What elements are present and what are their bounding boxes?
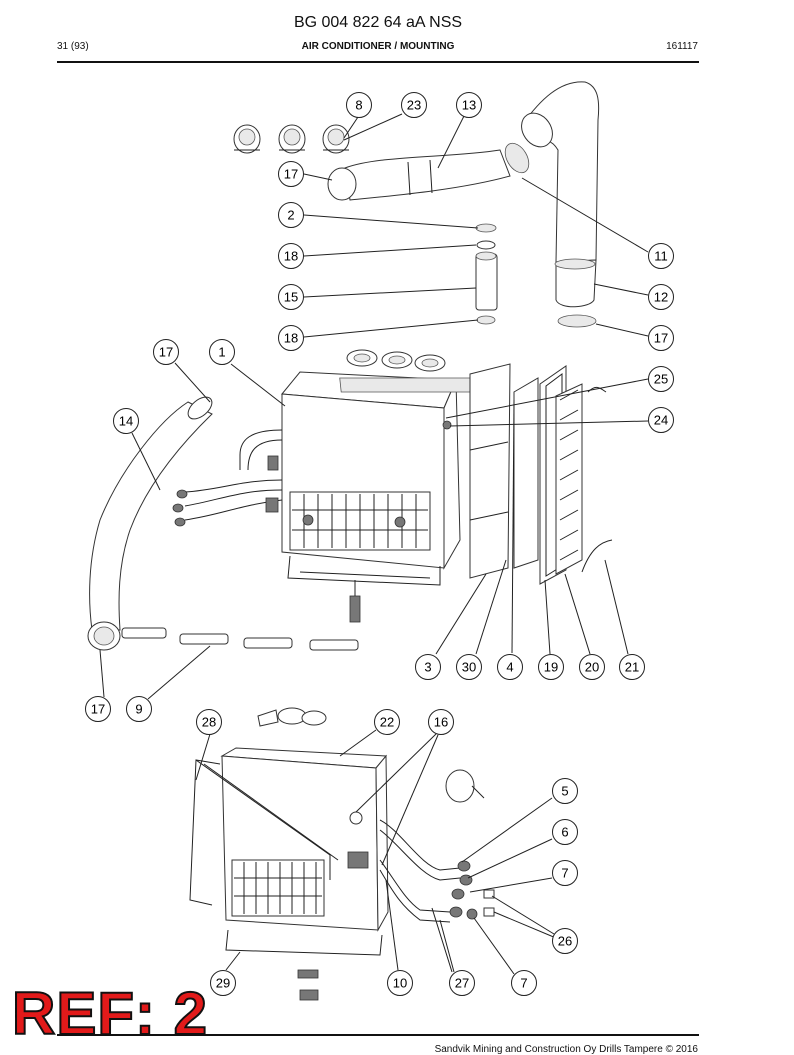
callout-label: 29 xyxy=(216,976,230,991)
footer-copyright: Sandvik Mining and Construction Oy Drill… xyxy=(434,1044,698,1055)
leader-lines xyxy=(99,113,649,975)
callout-20: 20 xyxy=(579,654,605,680)
document-title: BG 004 822 64 aA NSS xyxy=(293,14,463,31)
callout-label: 14 xyxy=(119,414,133,429)
duct-assembly xyxy=(233,81,600,328)
callout-14: 14 xyxy=(113,408,139,434)
callout-16: 16 xyxy=(428,709,454,735)
ref-stamp: REF: 2 xyxy=(11,980,209,1047)
callout-9: 9 xyxy=(126,696,152,722)
callout-label: 5 xyxy=(561,784,568,799)
callout-5: 5 xyxy=(552,778,578,804)
callout-21: 21 xyxy=(619,654,645,680)
header-rule xyxy=(57,61,699,63)
callout-7: 7 xyxy=(511,970,537,996)
callout-label: 21 xyxy=(625,660,639,675)
callout-label: 25 xyxy=(654,372,668,387)
callout-label: 28 xyxy=(202,715,216,730)
callout-label: 7 xyxy=(561,866,568,881)
callout-8: 8 xyxy=(346,92,372,118)
document-code: 161117 xyxy=(666,41,698,52)
callout-17: 17 xyxy=(278,161,304,187)
callout-label: 9 xyxy=(135,702,142,717)
callout-label: 17 xyxy=(284,167,298,182)
callout-7: 7 xyxy=(552,860,578,886)
callout-label: 27 xyxy=(455,976,469,991)
callout-18: 18 xyxy=(278,243,304,269)
callout-12: 12 xyxy=(648,284,674,310)
callout-17: 17 xyxy=(153,339,179,365)
callout-15: 15 xyxy=(278,284,304,310)
callout-label: 8 xyxy=(355,98,362,113)
ac-unit-exploded xyxy=(172,349,613,623)
callout-10: 10 xyxy=(387,970,413,996)
callout-label: 1 xyxy=(218,345,225,360)
callout-label: 30 xyxy=(462,660,476,675)
callout-label: 15 xyxy=(284,290,298,305)
callout-27: 27 xyxy=(449,970,475,996)
callout-label: 24 xyxy=(654,413,668,428)
callout-label: 10 xyxy=(393,976,407,991)
callout-6: 6 xyxy=(552,819,578,845)
callout-label: 26 xyxy=(558,934,572,949)
callout-label: 18 xyxy=(284,249,298,264)
callout-label: 13 xyxy=(462,98,476,113)
callout-label: 16 xyxy=(434,715,448,730)
callout-label: 19 xyxy=(544,660,558,675)
section-title: AIR CONDITIONER / MOUNTING xyxy=(301,41,455,52)
callout-label: 4 xyxy=(506,660,513,675)
callout-30: 30 xyxy=(456,654,482,680)
callout-24: 24 xyxy=(648,407,674,433)
callout-17: 17 xyxy=(85,696,111,722)
callout-11: 11 xyxy=(648,243,674,269)
callout-label: 12 xyxy=(654,290,668,305)
callout-4: 4 xyxy=(497,654,523,680)
footer-rule xyxy=(57,1034,699,1036)
callout-label: 2 xyxy=(287,208,294,223)
callout-13: 13 xyxy=(456,92,482,118)
callout-label: 18 xyxy=(284,331,298,346)
callout-23: 23 xyxy=(401,92,427,118)
callout-label: 23 xyxy=(407,98,421,113)
callout-25: 25 xyxy=(648,366,674,392)
callout-29: 29 xyxy=(210,970,236,996)
callout-1: 1 xyxy=(209,339,235,365)
vent-nozzles-top xyxy=(233,124,350,154)
page-number: 31 (93) xyxy=(57,41,89,52)
callout-22: 22 xyxy=(374,709,400,735)
callout-label: 7 xyxy=(520,976,527,991)
callout-label: 22 xyxy=(380,715,394,730)
callout-label: 11 xyxy=(654,249,668,264)
ac-unit-installed xyxy=(189,707,495,1001)
callout-26: 26 xyxy=(552,928,578,954)
callout-label: 6 xyxy=(561,825,568,840)
callout-18: 18 xyxy=(278,325,304,351)
callout-bubbles: 8 23 13 17 2 18 15 18 11 12 17 17 1 25 14 24 3 30 4 19 20 21 1… xyxy=(85,92,674,996)
callout-28: 28 xyxy=(196,709,222,735)
callout-3: 3 xyxy=(415,654,441,680)
callout-2: 2 xyxy=(278,202,304,228)
flex-hose-and-vents xyxy=(87,396,359,651)
callout-label: 17 xyxy=(654,331,668,346)
callout-label: 3 xyxy=(424,660,431,675)
callout-label: 17 xyxy=(91,702,105,717)
callout-label: 20 xyxy=(585,660,599,675)
callout-label: 17 xyxy=(159,345,173,360)
callout-17: 17 xyxy=(648,325,674,351)
callout-19: 19 xyxy=(538,654,564,680)
